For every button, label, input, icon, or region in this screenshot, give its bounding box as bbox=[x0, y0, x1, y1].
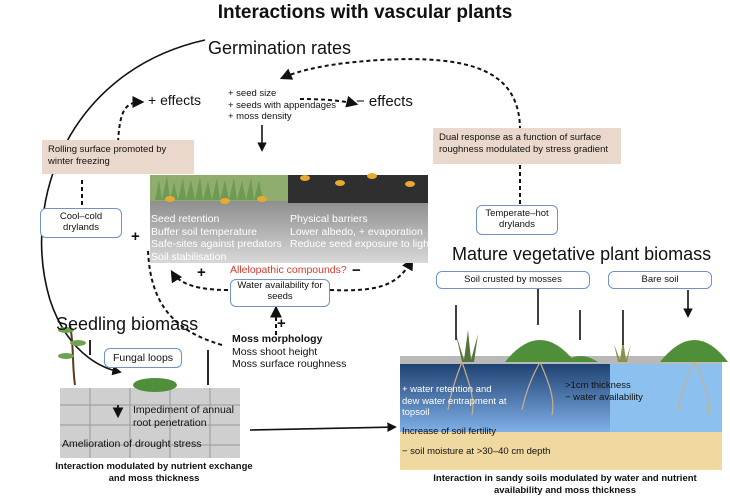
neg-effects: − effects bbox=[356, 93, 413, 110]
panel-item: Soil stabilisation bbox=[151, 250, 227, 263]
soil-crusted-box: Soil crusted by mosses bbox=[436, 271, 590, 289]
amelioration-text: Amelioration of drought stress bbox=[62, 438, 202, 450]
right-panel-text: Physical barriers Lower albedo, + evapor… bbox=[290, 213, 432, 251]
panel-item: Reduce seed exposure to light bbox=[290, 238, 432, 250]
dual-response-box: Dual response as a function of surface r… bbox=[433, 128, 621, 164]
factor-item: + seeds with appendages bbox=[228, 99, 337, 111]
moss-morphology: Moss morphology Moss shoot height Moss s… bbox=[232, 333, 346, 371]
rolling-surface-box: Rolling surface promoted by winter freez… bbox=[42, 140, 194, 174]
seedling-moss bbox=[133, 378, 177, 392]
panel-item: Lower albedo, + evaporation bbox=[290, 225, 423, 238]
grass-2 bbox=[614, 340, 631, 362]
pos-effects: + effects bbox=[148, 92, 202, 108]
grass-1 bbox=[456, 330, 478, 362]
right-moss-top bbox=[288, 175, 428, 203]
factor-item: + moss density bbox=[228, 111, 292, 122]
water-availability-box: Water availability for seeds bbox=[230, 279, 330, 307]
cool-drylands-box: Cool–cold drylands bbox=[40, 208, 122, 238]
panel-item: Buffer soil temperature bbox=[151, 225, 258, 238]
impediment-text: Impediment of annual root penetration bbox=[133, 404, 234, 429]
dashed-arrow-neg bbox=[299, 95, 359, 108]
panel-item: Physical barriers bbox=[290, 213, 368, 225]
dashed-arrow-water-left bbox=[170, 269, 229, 291]
moss-morphology-item: Moss surface roughness bbox=[232, 358, 347, 370]
plus-sign: + bbox=[197, 264, 206, 281]
moss-mound-2 bbox=[660, 340, 728, 362]
fungal-loops-box: Fungal loops bbox=[104, 348, 182, 368]
mature-caption: Interaction in sandy soils modulated by … bbox=[433, 473, 697, 496]
thickness-text: >1cm thickness bbox=[565, 380, 631, 391]
minus-sign: − bbox=[352, 262, 361, 279]
mature-water-right bbox=[610, 362, 722, 432]
moss-morphology-title: Moss morphology bbox=[232, 333, 323, 345]
page-title: Interactions with vascular plants bbox=[217, 2, 513, 23]
dashed-arrow-water-right bbox=[329, 257, 414, 292]
mature-water bbox=[400, 362, 610, 432]
moss-mound-1 bbox=[505, 340, 575, 362]
allelopathic-label: Allelopathic compounds? bbox=[230, 264, 347, 276]
moss-morphology-item: Moss shoot height bbox=[232, 345, 318, 358]
panel-item: Safe-sites against predators bbox=[151, 238, 282, 250]
panel-item: Seed retention bbox=[151, 213, 220, 225]
plus-sign-left: + bbox=[131, 228, 140, 245]
fertility-text: Increase of soil fertility bbox=[402, 426, 496, 437]
factor-item: + seed size bbox=[228, 88, 277, 99]
curve-arrow-left bbox=[40, 39, 206, 376]
hot-drylands-box: Temperate–hot drylands bbox=[476, 205, 558, 235]
seedling-caption: Interaction modulated by nutrient exchan… bbox=[55, 461, 253, 484]
dashed-link-seedling bbox=[147, 249, 223, 346]
water-availability-text: − water availability bbox=[565, 392, 643, 403]
retention-text: + water retention and dew water entrapme… bbox=[402, 384, 507, 418]
plus-sign-morph: + bbox=[277, 315, 286, 332]
dashed-arrow-pos bbox=[117, 96, 145, 143]
bare-soil-box: Bare soil bbox=[608, 271, 712, 289]
mature-sand bbox=[400, 432, 722, 470]
mature-heading: Mature vegetative plant biomass bbox=[452, 244, 712, 264]
seedling-heading: Seedling biomass bbox=[56, 314, 199, 334]
germination-factors: + seed size + seeds with appendages + mo… bbox=[228, 88, 336, 123]
dashed-arrow-top bbox=[279, 58, 521, 131]
left-panel-text: Seed retention Buffer soil temperature S… bbox=[151, 213, 282, 263]
germination-heading: Germination rates bbox=[208, 38, 352, 58]
soil-moisture-text: − soil moisture at >30–40 cm depth bbox=[402, 446, 551, 457]
arrow-seedling-to-mature bbox=[249, 422, 397, 432]
